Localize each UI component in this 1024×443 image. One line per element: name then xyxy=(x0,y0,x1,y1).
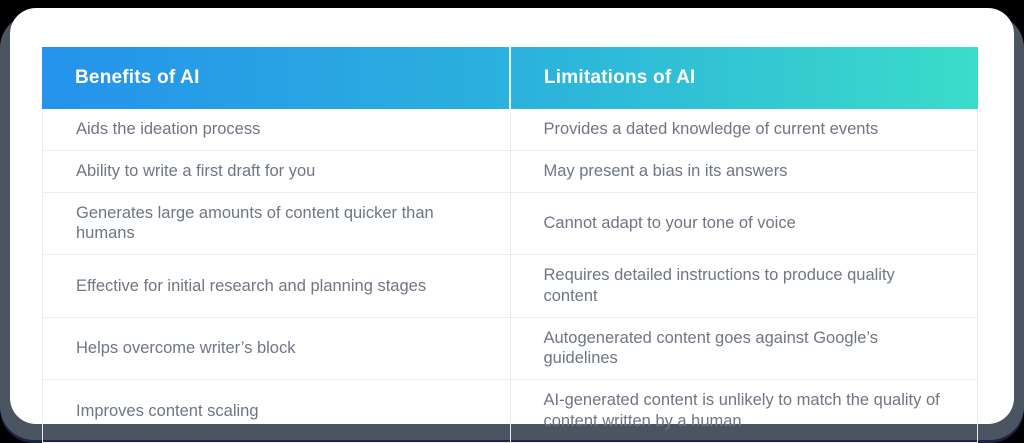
benefit-cell: Generates large amounts of content quick… xyxy=(76,203,434,243)
benefit-cell: Ability to write a first draft for you xyxy=(76,161,316,180)
table-row: Ability to write a first draft for you M… xyxy=(43,149,978,192)
table-row: Effective for initial research and plann… xyxy=(43,254,977,317)
benefit-cell: Improves content scaling xyxy=(76,401,259,420)
benefit-cell: Helps overcome writer’s block xyxy=(76,339,296,358)
limitation-cell: Requires detailed instructions to produc… xyxy=(509,255,978,317)
limitation-cell: Provides a dated knowledge of current ev… xyxy=(509,109,978,150)
benefit-cell: Aids the ideation process xyxy=(76,120,261,138)
benefit-cell: Effective for initial research and plann… xyxy=(76,276,427,295)
header-cell-benefits: Benefits of AI xyxy=(75,67,200,88)
table-header-row: Benefits of AI Limitations of AI xyxy=(42,47,978,109)
limitation-cell: May present a bias in its answers xyxy=(509,150,978,192)
table-body: Aids the ideation process Provides a dat… xyxy=(42,109,978,443)
table-row: Generates large amounts of content quick… xyxy=(43,191,978,255)
header-cell-limitations: Limitations of AI xyxy=(509,47,978,109)
table-row: Aids the ideation process Provides a dat… xyxy=(43,109,977,150)
card: Benefits of AI Limitations of AI Aids th… xyxy=(10,8,1014,443)
limitation-cell: AI-generated content is unlikely to matc… xyxy=(509,380,978,442)
table-row: Helps overcome writer’s block Autogenera… xyxy=(43,316,978,380)
limitation-cell: Cannot adapt to your tone of voice xyxy=(509,192,978,255)
limitation-cell: Autogenerated content goes against Googl… xyxy=(509,317,978,380)
table-row: Improves content scaling AI-generated co… xyxy=(43,379,977,442)
comparison-table: Benefits of AI Limitations of AI Aids th… xyxy=(42,47,978,443)
